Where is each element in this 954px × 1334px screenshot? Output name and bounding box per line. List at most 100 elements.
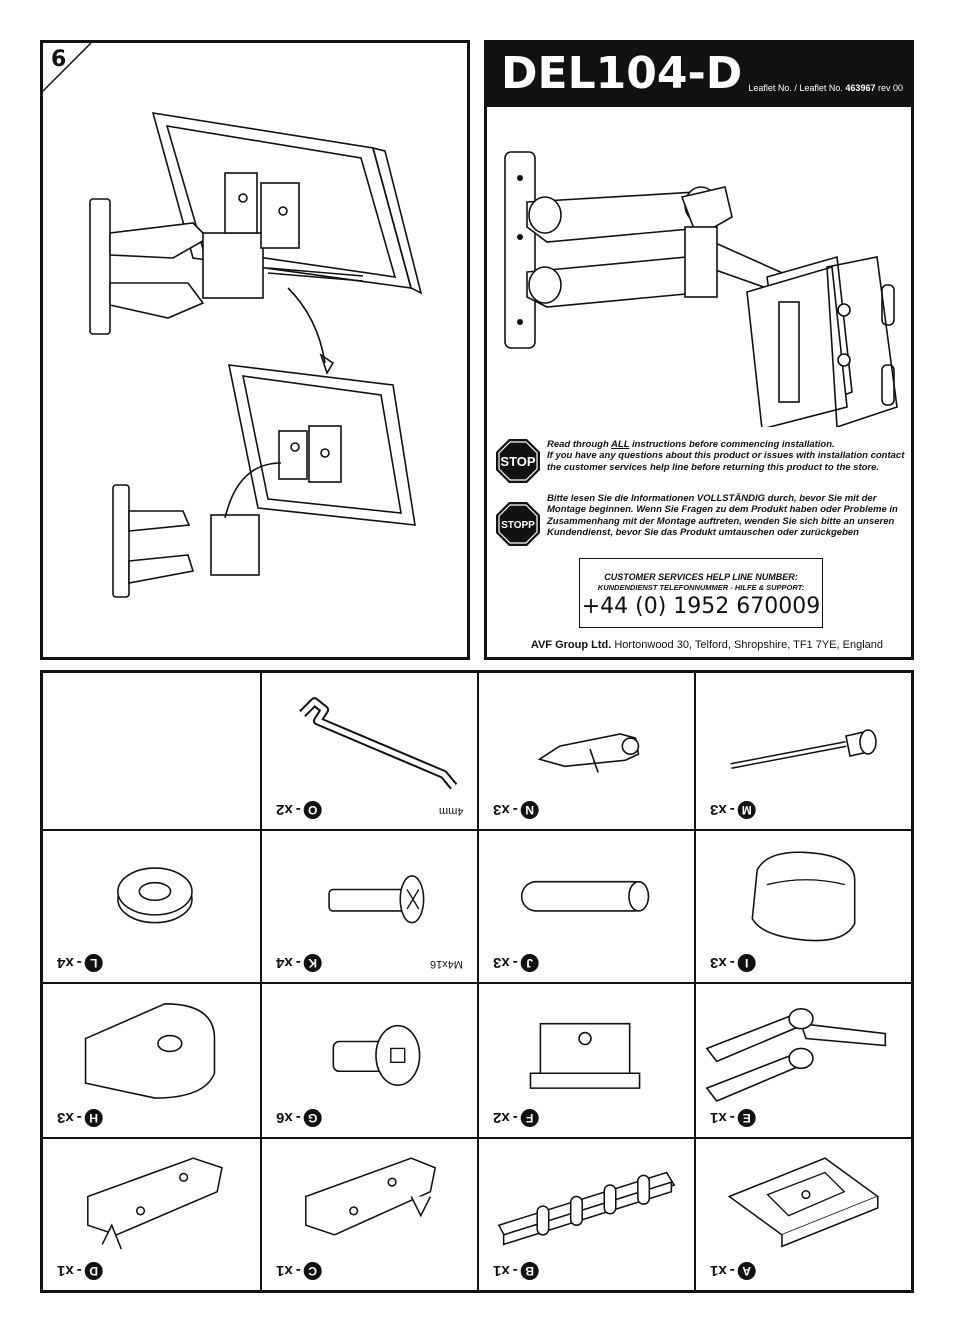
empty-cell — [43, 673, 262, 831]
part-dash: - — [295, 954, 301, 972]
part-cell-n: N-x3 — [479, 673, 696, 831]
svg-text:STOP: STOP — [500, 454, 535, 469]
part-quantity: C-x1 — [276, 1262, 322, 1280]
part-dash: - — [512, 1109, 518, 1127]
part-letter-badge: M — [737, 801, 756, 819]
stop-text-de: Bitte lesen Sie die Informationen VOLLST… — [547, 493, 898, 538]
part-letter-badge: J — [520, 954, 539, 972]
part-dash: - — [295, 801, 301, 819]
part-cell-c: C-x1 — [262, 1139, 479, 1290]
part-qty-text: x2 — [276, 801, 293, 819]
part-cell-h: H-x3 — [43, 984, 262, 1139]
info-panel: DEL104-D Leaflet No. / Leaflet No. 46396… — [484, 40, 914, 660]
part-quantity: E-x1 — [710, 1109, 756, 1127]
step-number: 6 — [51, 47, 67, 72]
helpline-box: CUSTOMER SERVICES HELP LINE NUMBER: KUND… — [579, 558, 823, 628]
part-f-drawing — [529, 1022, 641, 1089]
part-letter-badge: G — [303, 1109, 322, 1127]
step-panel: 6 — [40, 40, 470, 660]
header-bar: DEL104-D Leaflet No. / Leaflet No. 46396… — [487, 43, 911, 107]
part-cell-l: L-x4 — [43, 831, 262, 984]
part-quantity: O-x2 — [276, 801, 322, 819]
part-dash: - — [729, 954, 735, 972]
part-cell-b: B-x1 — [479, 1139, 696, 1290]
part-i-drawing — [751, 851, 856, 942]
part-dash: - — [512, 801, 518, 819]
part-g-drawing — [332, 1024, 421, 1086]
part-qty-text: x2 — [493, 1109, 510, 1127]
part-dash: - — [729, 801, 735, 819]
part-cell-e: E-x1 — [696, 984, 911, 1139]
part-qty-text: x4 — [57, 954, 74, 972]
stop-text-en: Read through ALL instructions before com… — [547, 439, 905, 473]
company-info: AVF Group Ltd. Hortonwood 30, Telford, S… — [530, 639, 883, 651]
part-cell-i: I-x3 — [696, 831, 911, 984]
part-quantity: G-x6 — [276, 1109, 322, 1127]
part-qty-text: x4 — [276, 954, 293, 972]
part-o-drawing — [299, 697, 458, 790]
part-h-drawing — [84, 1003, 216, 1099]
part-j-drawing — [520, 880, 650, 912]
part-qty-text: x3 — [710, 801, 727, 819]
part-letter-badge: H — [84, 1109, 103, 1127]
part-letter-badge: F — [520, 1109, 539, 1127]
part-letter-badge: D — [84, 1262, 103, 1280]
part-letter-badge: E — [737, 1109, 756, 1127]
part-qty-text: x3 — [710, 954, 727, 972]
part-quantity: K-x4 — [276, 954, 322, 972]
part-dash: - — [295, 1109, 301, 1127]
part-quantity: N-x3 — [493, 801, 539, 819]
part-cell-k: K-x4 M4x16 — [262, 831, 479, 984]
stopp-sign-icon: STOPP — [496, 502, 540, 546]
part-letter-badge: O — [303, 801, 322, 819]
stop-sign-icon: STOP — [496, 439, 540, 483]
part-letter-badge: K — [303, 954, 322, 972]
part-quantity: A-x1 — [710, 1262, 756, 1280]
part-d-drawing — [87, 1157, 223, 1250]
product-illustration — [504, 151, 898, 427]
part-quantity: F-x2 — [493, 1109, 539, 1127]
part-l-drawing — [117, 867, 193, 924]
helpline-number: +44 (0) 1952 670009 — [581, 594, 821, 619]
part-qty-text: x1 — [710, 1262, 727, 1280]
part-qty-text: x6 — [276, 1109, 293, 1127]
product-code: DEL104-D — [501, 48, 743, 99]
part-qty-text: x3 — [57, 1109, 74, 1127]
part-dash: - — [512, 954, 518, 972]
part-qty-text: x1 — [710, 1109, 727, 1127]
part-spec: M4x16 — [429, 958, 463, 970]
part-dash: - — [729, 1109, 735, 1127]
part-dash: - — [729, 1262, 735, 1280]
part-quantity: I-x3 — [710, 954, 756, 972]
part-quantity: B-x1 — [493, 1262, 539, 1280]
part-cell-a: A-x1 — [696, 1139, 911, 1290]
part-cell-d: D-x1 — [43, 1139, 262, 1290]
leaflet-number: 463967 — [845, 83, 876, 93]
part-a-drawing — [727, 1157, 880, 1248]
part-dash: - — [512, 1262, 518, 1280]
part-e-drawing — [705, 1007, 887, 1102]
part-quantity: J-x3 — [493, 954, 539, 972]
part-c-drawing — [305, 1157, 437, 1236]
part-dash: - — [76, 1262, 82, 1280]
part-quantity: M-x3 — [710, 801, 756, 819]
part-qty-text: x3 — [493, 801, 510, 819]
part-cell-f: F-x2 — [479, 984, 696, 1139]
part-qty-text: x1 — [57, 1262, 74, 1280]
step-6-diagram — [43, 43, 423, 598]
part-letter-badge: A — [737, 1262, 756, 1280]
part-m-drawing — [730, 729, 877, 769]
part-cell-j: J-x3 — [479, 831, 696, 984]
part-dash: - — [76, 954, 82, 972]
part-qty-text: x3 — [493, 954, 510, 972]
part-spec: 4mm — [438, 805, 463, 817]
part-quantity: D-x1 — [57, 1262, 103, 1280]
svg-text:STOPP: STOPP — [501, 520, 535, 531]
part-b-drawing — [497, 1171, 676, 1246]
part-dash: - — [76, 1109, 82, 1127]
leaflet-info: Leaflet No. / Leaflet No. 463967 rev 00 — [748, 83, 903, 93]
part-letter-badge: C — [303, 1262, 322, 1280]
part-quantity: H-x3 — [57, 1109, 103, 1127]
part-k-drawing — [328, 875, 425, 924]
